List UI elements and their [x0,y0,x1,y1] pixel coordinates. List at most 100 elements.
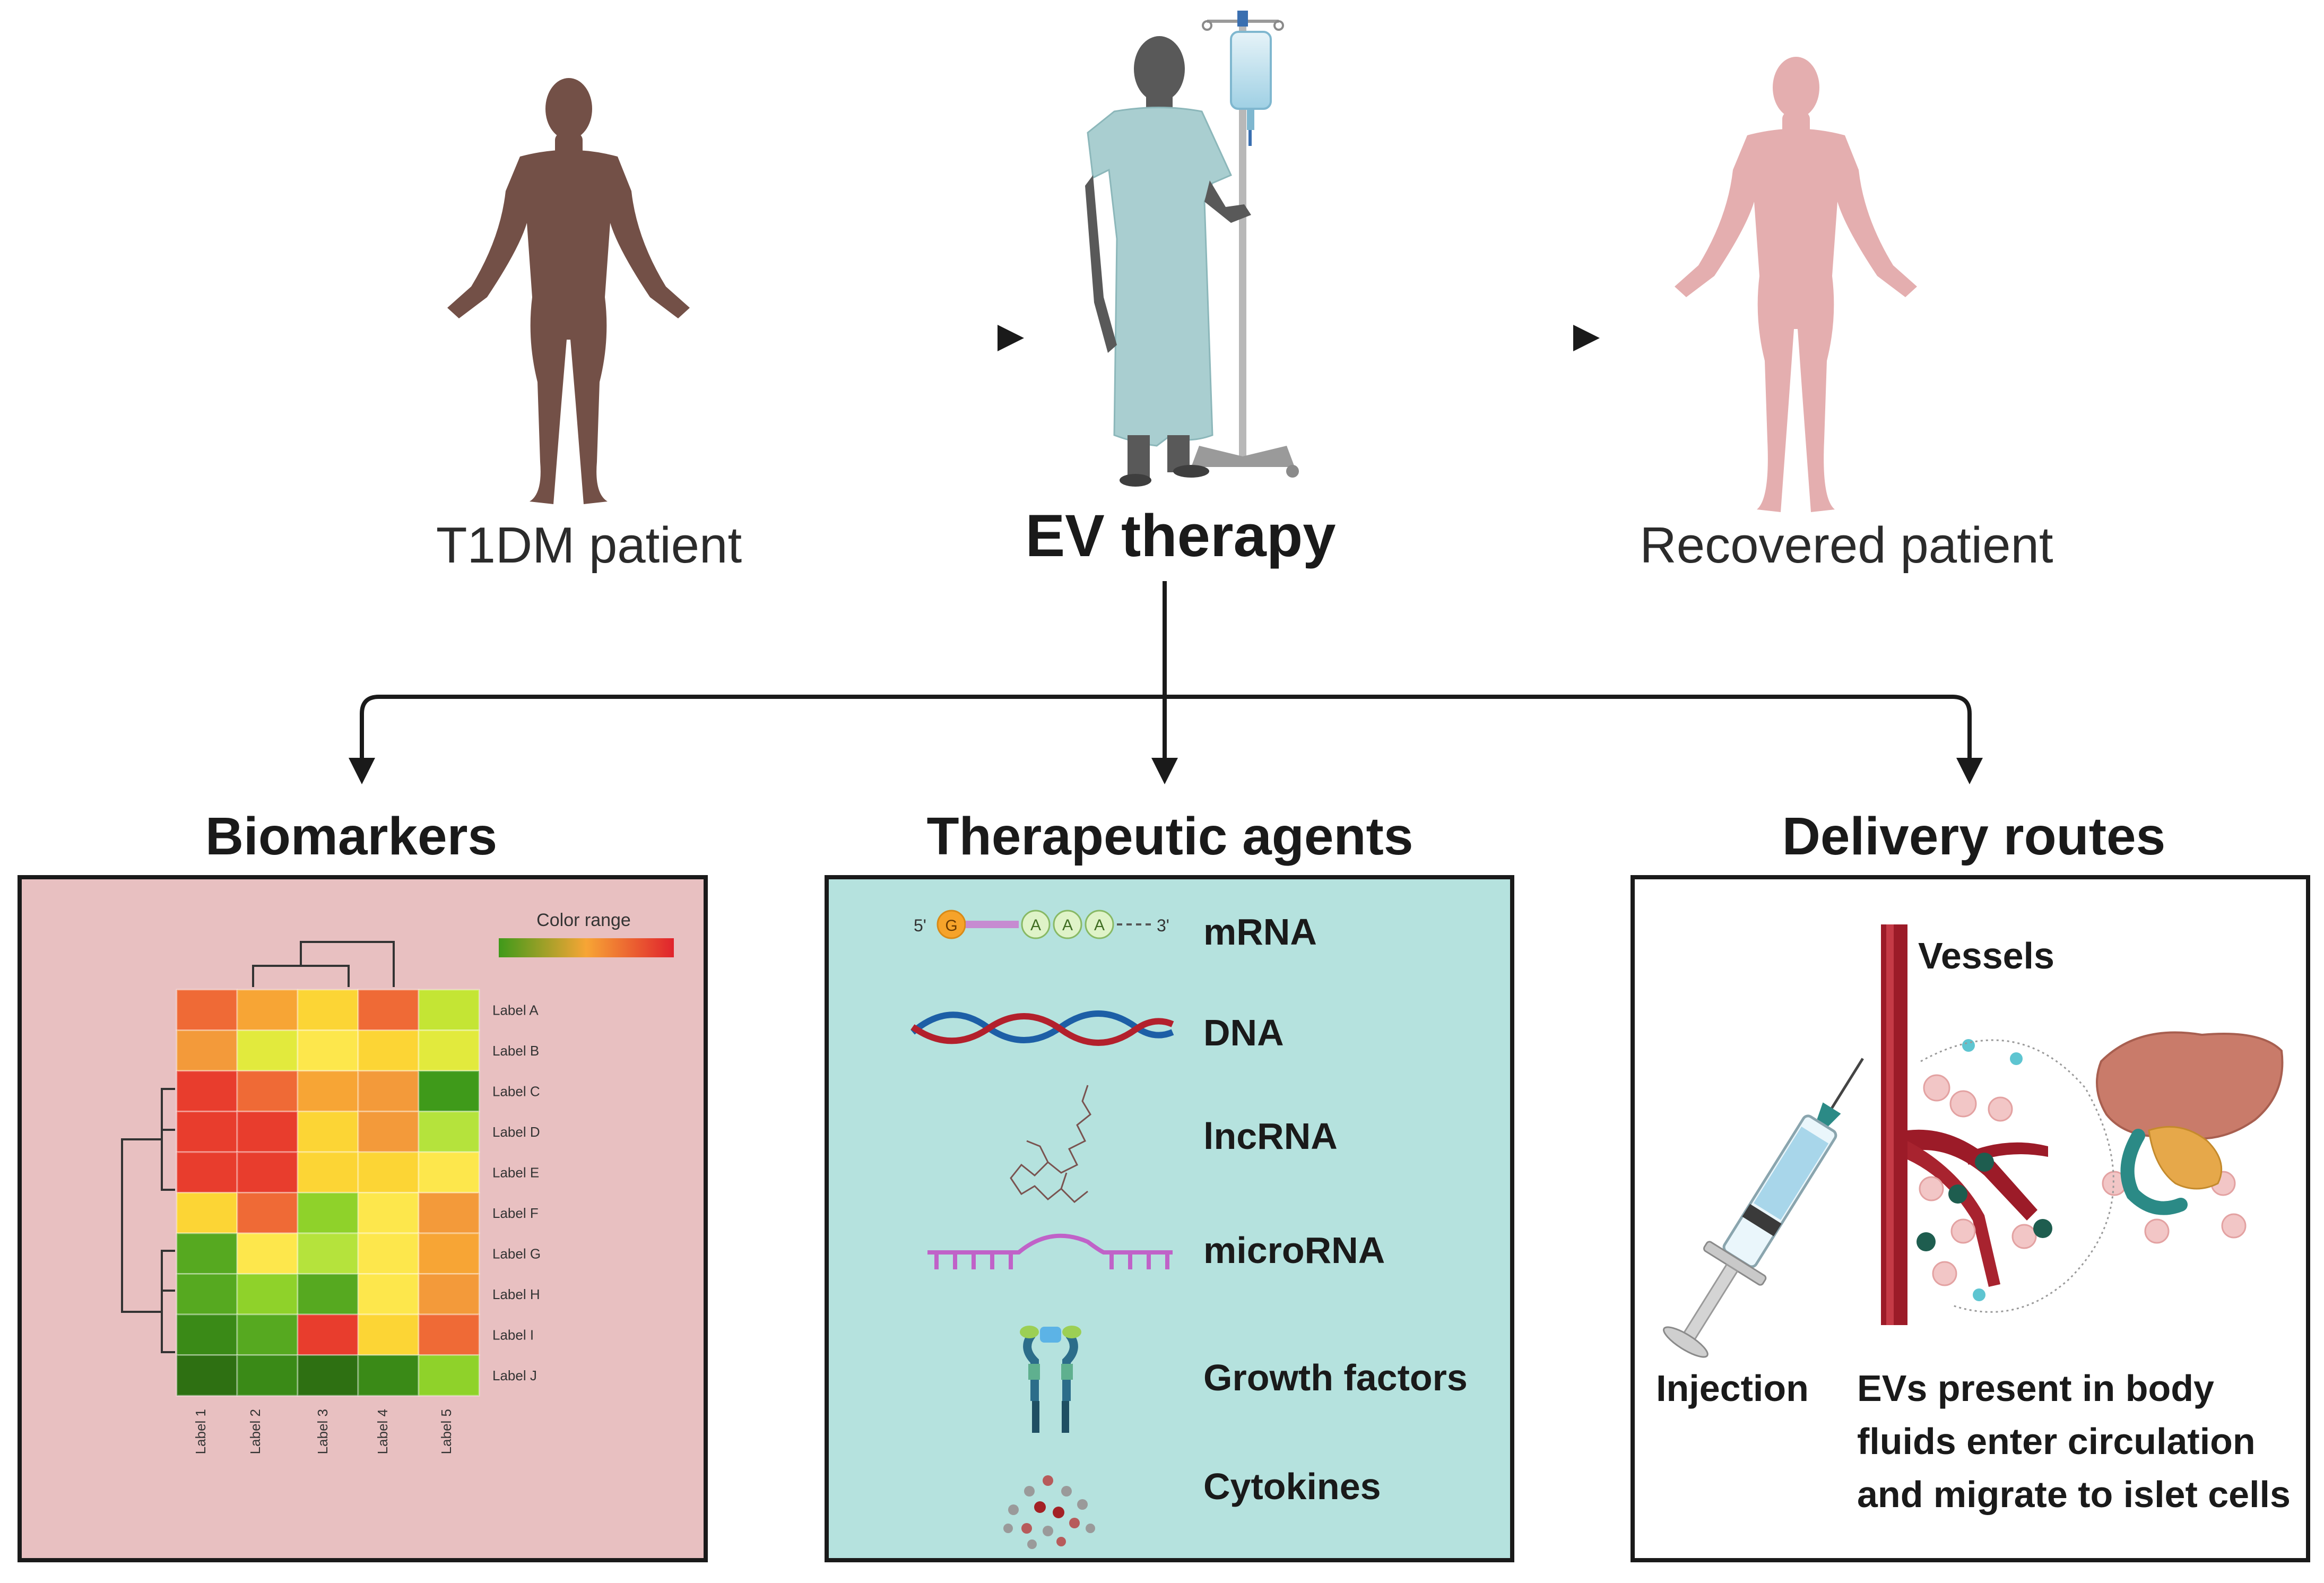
heatmap-cell [297,1232,359,1275]
heatmap-cell [357,1273,420,1316]
heatmap-cell [357,1111,420,1153]
heatmap-cell [357,1313,420,1356]
heatmap-cell [418,1313,480,1356]
mrna-tail-a1: A [1030,916,1041,934]
heatmap-cell [236,1151,299,1193]
branch-arrow-delivery [1956,758,1983,784]
heatmap-cell [418,1030,480,1072]
heatmap-cell [418,989,480,1031]
injection-label: Injection [1656,1368,1809,1409]
ev-description-line-1: EVs present in body [1857,1368,2214,1409]
heatmap-cell [236,1192,299,1234]
heatmap-cell [357,1354,420,1397]
mrna-tail-a3: A [1094,916,1105,934]
heatmap-cell [176,1192,238,1234]
heatmap-col-label: Label 1 [193,1409,209,1454]
heatmap-cell [357,1192,420,1234]
heatmap-cell [236,1273,299,1316]
heatmap-cell [176,1151,238,1193]
heatmap-cell [176,1273,238,1316]
heatmap-cell [357,1030,420,1072]
heatmap-cell [176,1070,238,1112]
cytokines-icon [1003,1475,1095,1549]
heatmap-row-label: Label J [492,1368,537,1383]
heatmap-cell [418,1151,480,1193]
heatmap-cell [297,989,359,1031]
therapeutic-agents-heading: Therapeutic agents [927,807,1414,866]
color-range-label: Color range [536,910,631,930]
lncrna-icon [1010,1085,1091,1204]
heatmap-cell [357,1151,420,1193]
mrna-five-prime: 5' [914,916,926,935]
heatmap-cell [176,1030,238,1072]
heatmap-cell [297,1151,359,1193]
lncrna-label: lncRNA [1203,1115,1338,1157]
microrna-icon [927,1233,1173,1269]
heatmap-cell [236,1313,299,1356]
heatmap-row-label: Label F [492,1205,539,1221]
biomarkers-heading: Biomarkers [205,807,497,866]
growth-factor-receptor-icon [1020,1326,1081,1433]
heatmap-row-label: Label H [492,1286,540,1302]
heatmap-cell [236,989,299,1031]
mrna-three-prime: 3' [1157,916,1169,935]
heatmap-row-label: Label B [492,1043,539,1059]
heatmap-row-label: Label I [492,1327,534,1343]
heatmap-cell [297,1192,359,1234]
heatmap-cell [236,1030,299,1072]
row-dendrogram [121,1088,175,1353]
heatmap-row-label: Label C [492,1083,540,1099]
delivery-routes-heading: Delivery routes [1782,807,2166,866]
dna-label: DNA [1203,1012,1284,1053]
heatmap-cell [418,1232,480,1275]
arrow-to-recovered-head [1573,325,1600,351]
t1dm-patient-label: T1DM patient [436,517,742,574]
mrna-cap-letter: G [945,917,957,935]
heatmap-cell [357,1070,420,1112]
branch-arrow-therapeutic [1151,758,1178,784]
color-range-bar [499,938,674,957]
heatmap-cell [297,1313,359,1356]
delivery-routes-panel: Injection Vessels [1631,875,2310,1562]
heatmap-cell [236,1232,299,1275]
therapeutic-agents-panel: 5' G A A A 3' mRNA DNA lncRNA [825,875,1514,1562]
heatmap-col-label: Label 5 [438,1409,454,1454]
ev-therapy-label: EV therapy [1025,503,1336,569]
heatmap-cell [297,1111,359,1153]
heatmap-cell [176,1354,238,1397]
heatmap-row-label: Label G [492,1245,541,1261]
heatmap-cell [236,1111,299,1153]
arrow-to-therapy-head [998,325,1024,351]
heatmap-row-label: Label D [492,1124,540,1140]
heatmap-col-label: Label 4 [375,1409,391,1454]
heatmap-cell [418,1192,480,1234]
branch-connector [360,581,1972,764]
mrna-icon: 5' G A A A 3' [914,910,1169,939]
t1dm-patient-figure [447,78,690,504]
branch-arrow-biomarkers [349,758,375,784]
heatmap-cell [418,1354,480,1397]
heatmap-cell [236,1070,299,1112]
heatmap-row-label: Label E [492,1164,539,1180]
heatmap-cell [297,1273,359,1316]
heatmap-cell [176,1313,238,1356]
blood-vessel-illustration [1881,924,2048,1325]
mrna-label: mRNA [1203,911,1317,953]
heatmap-cell [297,1354,359,1397]
growth-factors-label: Growth factors [1203,1357,1468,1398]
ev-therapy-patient-figure [1085,11,1299,487]
heatmap-cell [176,1111,238,1153]
vessels-label: Vessels [1918,935,2054,976]
recovered-patient-figure [1675,57,1917,512]
microrna-label: microRNA [1203,1230,1385,1271]
recovered-patient-label: Recovered patient [1640,517,2053,574]
mrna-tail-a2: A [1062,916,1073,934]
ev-description-line-3: and migrate to islet cells [1857,1474,2291,1515]
dna-icon [910,1010,1174,1046]
heatmap-cell [176,1232,238,1275]
heatmap-col-label: Label 3 [315,1409,331,1454]
ev-description-line-2: fluids enter circulation [1857,1421,2256,1462]
